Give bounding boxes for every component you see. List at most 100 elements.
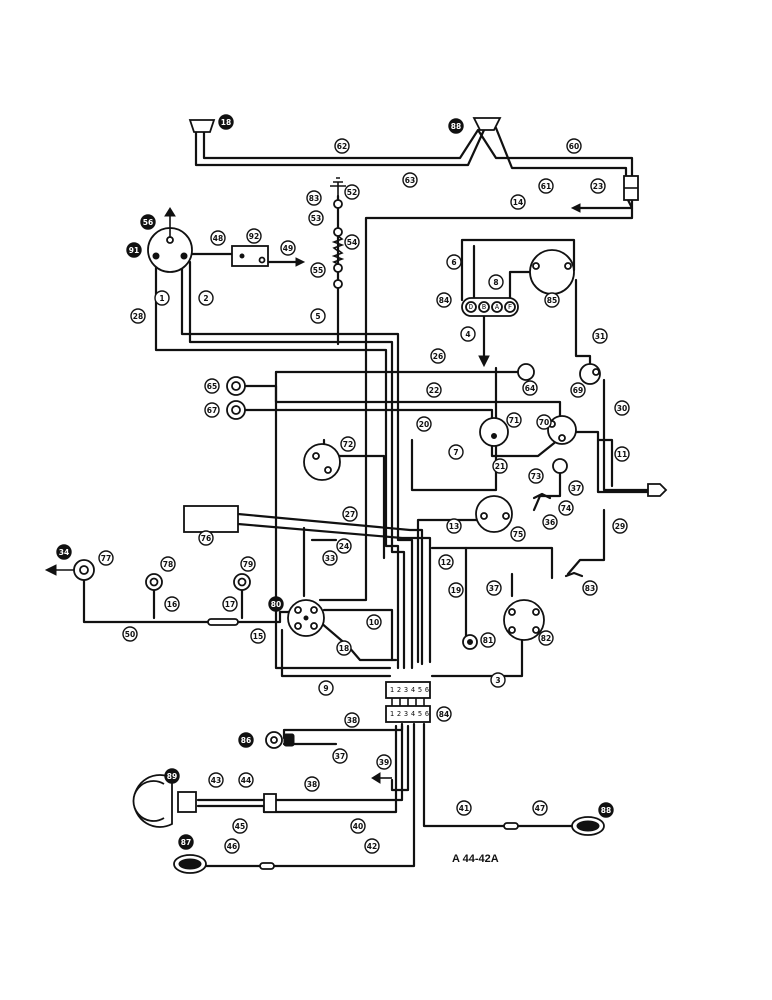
callout-86: 86 [238, 732, 254, 748]
callout-70: 70 [536, 414, 552, 430]
callout-label: 67 [207, 406, 217, 415]
callout-label: 52 [347, 188, 357, 197]
callout-43: 43 [208, 772, 224, 788]
callout-label: 26 [433, 352, 443, 361]
callout-60: 60 [566, 138, 582, 154]
callout-83: 83 [306, 190, 322, 206]
regulator-84 [461, 297, 519, 317]
svg-text:2: 2 [397, 686, 401, 694]
callout-label: 83 [585, 584, 595, 593]
callout-18: 18 [336, 640, 352, 656]
callout-label: 40 [353, 822, 363, 831]
callout-label: 48 [213, 234, 223, 243]
callout-label: 22 [429, 386, 439, 395]
callout-label: 89 [167, 772, 177, 781]
callout-label: 30 [617, 404, 627, 413]
arrow-left-icon [570, 203, 581, 213]
callout-27: 27 [342, 506, 358, 522]
callout-64: 64 [522, 380, 538, 396]
arrow-left-icon-2 [44, 564, 57, 576]
callout-label: 6 [451, 258, 456, 267]
callout-label: 63 [405, 176, 415, 185]
callout-label: 14 [513, 198, 523, 207]
callout-label: 49 [283, 244, 293, 253]
callout-88: 88 [448, 118, 464, 134]
plug-86 [283, 733, 295, 747]
callout-label: 64 [525, 384, 535, 393]
callout-69: 69 [570, 382, 586, 398]
regulator-terminals: D B A F [465, 301, 516, 313]
inline-fuse [207, 618, 239, 626]
callout-label: 84 [439, 296, 449, 305]
callout-label: 3 [495, 676, 500, 685]
callout-33: 33 [322, 550, 338, 566]
svg-text:1: 1 [390, 710, 394, 718]
callout-label: 62 [337, 142, 347, 151]
callout-15: 15 [250, 628, 266, 644]
svg-text:4: 4 [411, 686, 415, 694]
svg-text:1: 1 [390, 686, 394, 694]
callout-87: 87 [178, 834, 194, 850]
callout-72: 72 [340, 436, 356, 452]
lamp-85 [529, 249, 575, 295]
callout-label: 76 [201, 534, 211, 543]
connector-terminals-bottom: 1 2 3 4 5 6 [390, 710, 429, 718]
callout-label: 12 [441, 558, 451, 567]
callout-17: 17 [222, 596, 238, 612]
harness-joint [263, 793, 277, 813]
callout-label: 47 [535, 804, 545, 813]
svg-text:4: 4 [411, 710, 415, 718]
svg-text:5: 5 [418, 710, 422, 718]
callout-label: 9 [323, 684, 328, 693]
callout-label: 80 [271, 600, 281, 609]
callout-14: 14 [510, 194, 526, 210]
callout-40: 40 [350, 818, 366, 834]
callout-label: 10 [369, 618, 379, 627]
callout-label: 36 [545, 518, 555, 527]
callout-label: 54 [347, 238, 357, 247]
callout-label: 16 [167, 600, 177, 609]
callout-11: 11 [614, 446, 630, 462]
callout-label: 81 [483, 636, 493, 645]
callout-label: 65 [207, 382, 217, 391]
callout-63: 63 [402, 172, 418, 188]
callout-label: 82 [541, 634, 551, 643]
arrow-up-icon [164, 207, 176, 217]
fuse-53 [333, 227, 343, 237]
callout-30: 30 [614, 400, 630, 416]
callout-label: 84 [439, 710, 449, 719]
callout-label: 37 [489, 584, 499, 593]
callout-84: 84 [436, 292, 452, 308]
starter-switch-82 [503, 599, 545, 641]
callout-label: 53 [311, 214, 321, 223]
callout-37: 37 [486, 580, 502, 596]
callout-83: 83 [582, 580, 598, 596]
horn-right [472, 117, 502, 131]
callout-85: 85 [544, 292, 560, 308]
callout-56: 56 [140, 214, 156, 230]
callout-label: 20 [419, 420, 429, 429]
callout-label: 39 [379, 758, 389, 767]
callout-label: 38 [307, 780, 317, 789]
callout-label: 29 [615, 522, 625, 531]
inline-fuse-2 [259, 862, 275, 870]
callout-31: 31 [592, 328, 608, 344]
callout-6: 6 [446, 254, 462, 270]
callout-label: 88 [601, 806, 611, 815]
callout-label: 70 [539, 418, 549, 427]
callout-label: 91 [129, 246, 139, 255]
callout-label: 42 [367, 842, 377, 851]
callout-label: 38 [347, 716, 357, 725]
callout-24: 24 [336, 538, 352, 554]
callout-34: 34 [56, 544, 72, 560]
callout-label: 23 [593, 182, 603, 191]
callout-label: 4 [465, 330, 470, 339]
callout-26: 26 [430, 348, 446, 364]
callout-label: 87 [181, 838, 191, 847]
callout-78: 78 [160, 556, 176, 572]
callout-76: 76 [198, 530, 214, 546]
callout-label: 50 [125, 630, 135, 639]
callout-62: 62 [334, 138, 350, 154]
callout-label: 55 [313, 266, 323, 275]
